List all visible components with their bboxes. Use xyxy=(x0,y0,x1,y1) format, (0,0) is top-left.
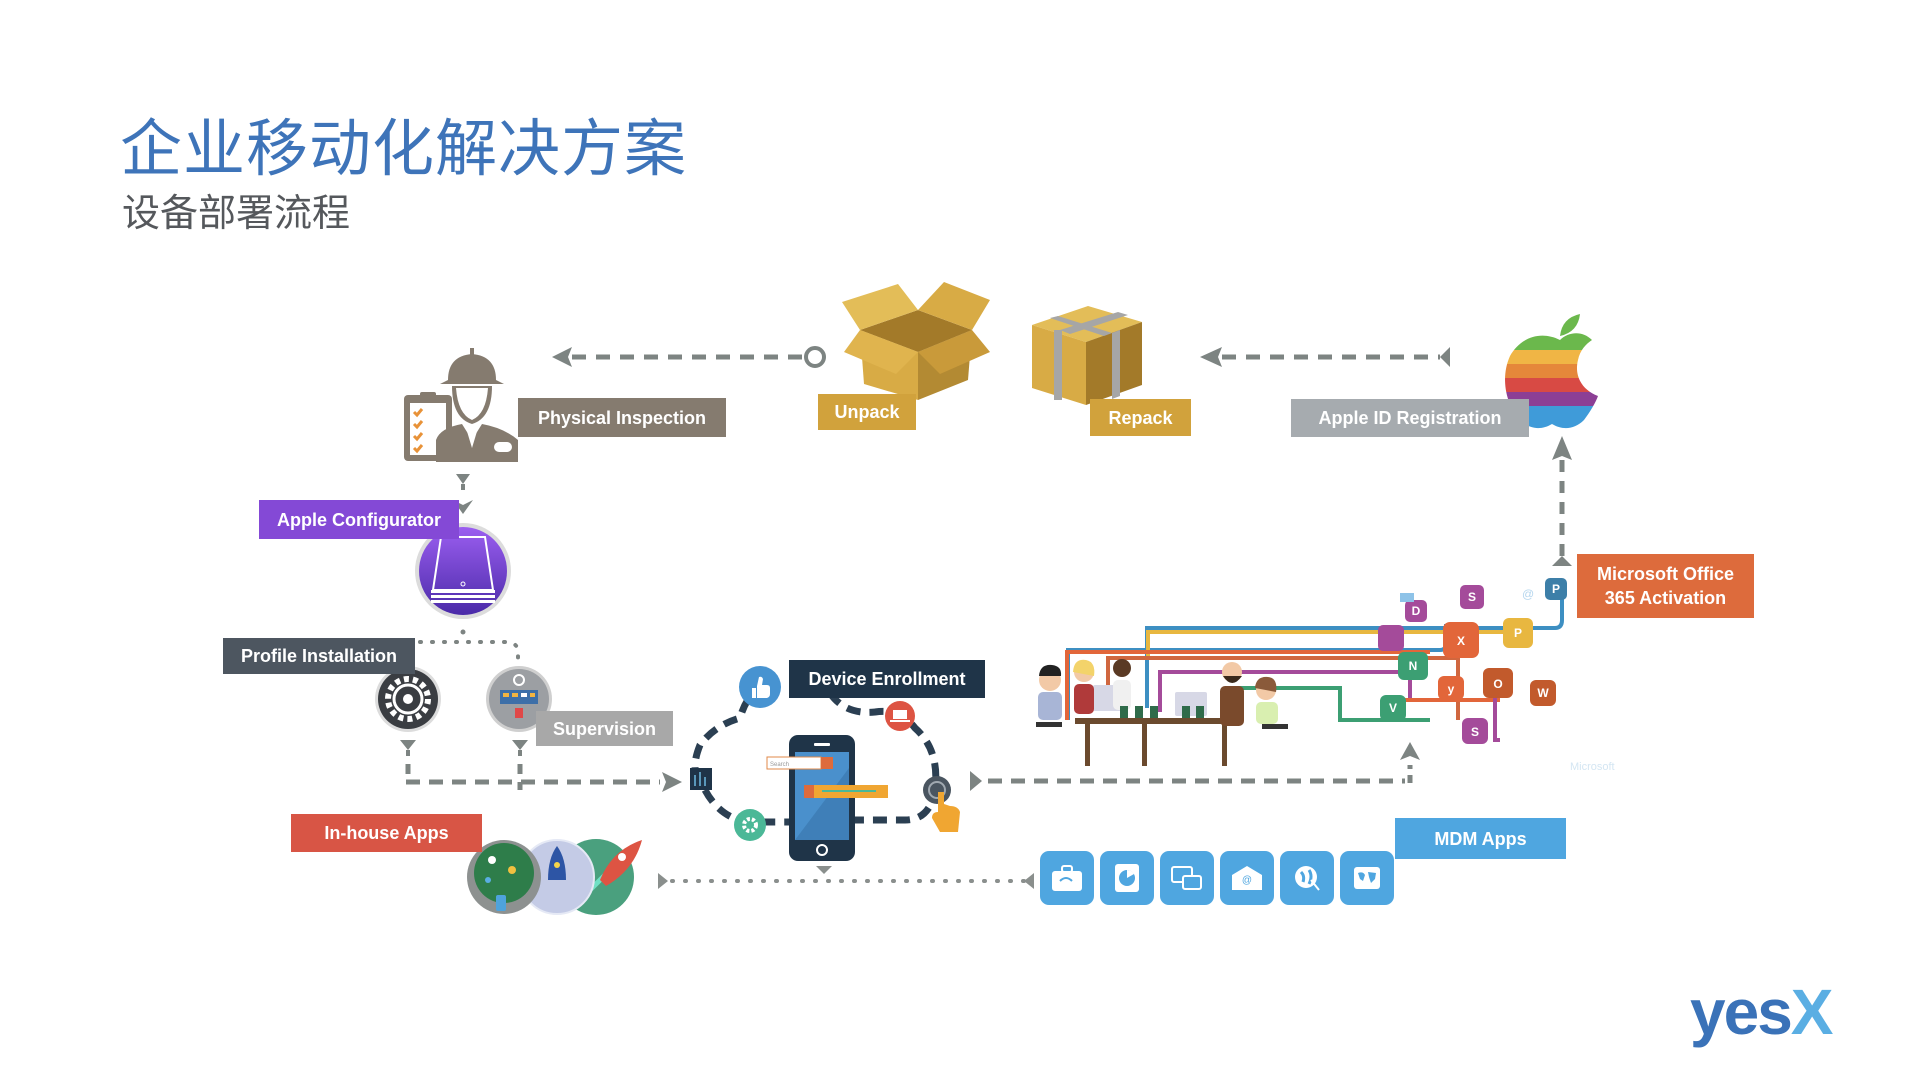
profile-installation-label: Profile Installation xyxy=(223,638,415,674)
office-activation-line1: Microsoft Office xyxy=(1596,564,1734,584)
svg-text:S: S xyxy=(1468,590,1476,604)
email-envelope-icon: @ xyxy=(1220,851,1274,905)
apple-configurator-label: Apple Configurator xyxy=(259,500,459,539)
supervision-control-icon xyxy=(486,666,552,732)
skype-icon xyxy=(1462,718,1488,744)
svg-text:O: O xyxy=(1493,677,1502,691)
physical-inspection-label: Physical Inspection xyxy=(518,398,726,437)
briefcase-wireless-icon xyxy=(1040,851,1094,905)
svg-text:P: P xyxy=(1514,626,1522,640)
outlook-icon xyxy=(1483,668,1513,698)
mdm-apps-label: MDM Apps xyxy=(1395,818,1566,859)
arrow-unpack-to-inspection xyxy=(552,346,826,368)
yammer-icon xyxy=(1438,676,1464,700)
configurator-branches xyxy=(460,629,466,635)
office-app-tiles: D S P X P N y O W V S @ xyxy=(1378,578,1567,744)
globe-cursor-icon xyxy=(1280,851,1334,905)
svg-text:V: V xyxy=(1389,701,1397,715)
apple-id-registration-label: Apple ID Registration xyxy=(1291,399,1529,437)
svg-text:W: W xyxy=(1537,686,1549,700)
visio-icon xyxy=(1380,695,1406,721)
svg-text:S: S xyxy=(1471,725,1479,739)
dotted-branch xyxy=(418,640,520,670)
unpack-label: Unpack xyxy=(818,394,916,430)
powerpoint-icon xyxy=(1503,618,1533,648)
arrow-appleid-to-repack xyxy=(1200,347,1450,367)
multi-device-icon xyxy=(1160,851,1214,905)
chart-icon xyxy=(1400,593,1414,602)
repack-label: Repack xyxy=(1090,399,1191,436)
open-box-icon xyxy=(842,282,990,400)
pie-chart-icon xyxy=(1100,851,1154,905)
logo-x: X xyxy=(1790,976,1834,1048)
configurator-icon xyxy=(415,523,511,619)
arrow-office-to-apple xyxy=(1552,436,1572,566)
supervision-label: Supervision xyxy=(536,711,673,746)
closed-box-icon xyxy=(1032,306,1142,405)
smartphone-icon xyxy=(766,735,888,861)
slide-title: 企业移动化解决方案 xyxy=(120,112,688,185)
slide-subtitle: 设备部署流程 xyxy=(122,191,351,235)
enrollment-cloud xyxy=(690,666,960,841)
world-map-icon xyxy=(1340,851,1394,905)
office-activation-line2: 365 Activation xyxy=(1604,588,1727,608)
svg-text:P: P xyxy=(1552,582,1560,596)
yesx-logo: yesX xyxy=(1690,975,1834,1049)
onedrive-icon xyxy=(1378,625,1404,651)
onenote-d-icon xyxy=(1405,600,1427,622)
apple-logo-icon xyxy=(1505,314,1598,429)
office-activation-label: Microsoft Office 365 Activation xyxy=(1577,554,1754,618)
arrow-to-enrollment xyxy=(400,740,682,792)
svg-text:D: D xyxy=(1412,604,1421,618)
inhouse-app-icons xyxy=(467,839,642,915)
device-enrollment-label: Device Enrollment xyxy=(789,660,985,698)
svg-text:N: N xyxy=(1409,659,1418,673)
word-icon xyxy=(1530,680,1556,706)
onenote-icon xyxy=(1398,652,1428,680)
gear-green-icon xyxy=(734,809,766,841)
gear-settings-icon xyxy=(375,666,441,732)
logo-yes: yes xyxy=(1690,976,1793,1048)
svg-text:y: y xyxy=(1448,682,1455,696)
arrow-enrollment-to-office xyxy=(970,742,1420,791)
analytics-icon xyxy=(690,768,712,790)
svg-text:X: X xyxy=(1457,634,1465,648)
inhouse-apps-label: In-house Apps xyxy=(291,814,482,852)
publisher-icon xyxy=(1545,578,1567,600)
svg-text:@: @ xyxy=(1242,875,1252,886)
excel-icon xyxy=(1443,622,1479,658)
microsoft-watermark: Microsoft xyxy=(1570,761,1615,773)
sharepoint-icon xyxy=(1460,585,1484,609)
svg-text:@: @ xyxy=(1522,587,1534,601)
inspector-icon xyxy=(404,348,518,462)
phone-search-text: Search xyxy=(770,762,789,768)
touch-target-icon xyxy=(923,776,951,804)
dotted-mdm-to-inhouse xyxy=(658,866,1034,889)
